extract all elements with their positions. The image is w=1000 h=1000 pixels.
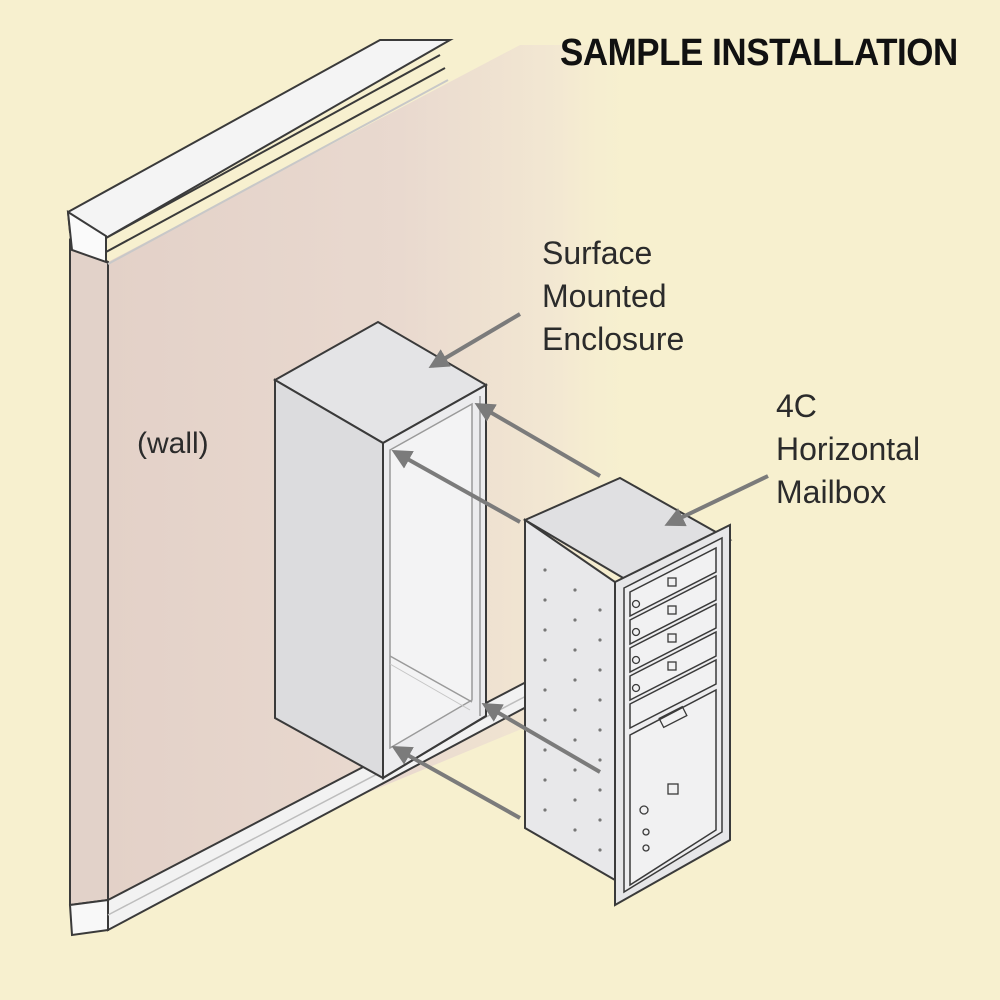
enclosure-side — [274, 378, 384, 780]
wall-edge — [69, 238, 109, 907]
surface-mounted-enclosure — [272, 320, 489, 780]
mailbox-label-line-3: Mailbox — [776, 474, 887, 510]
arrow-top-left — [391, 450, 521, 524]
enclosure-label-line-2: Mounted — [542, 278, 667, 314]
horizontal-mailbox — [522, 476, 733, 907]
mailbox-door-2 — [629, 574, 717, 646]
mailbox-label-line-2: Horizontal — [776, 431, 921, 467]
callout-enclosure — [428, 312, 522, 369]
callout-mailbox — [664, 474, 769, 527]
mailbox-doors — [629, 546, 717, 887]
mailbox-door-4 — [629, 630, 717, 702]
mailbox-parcel-door — [629, 688, 717, 887]
arrow-bottom-left — [391, 746, 521, 820]
enclosure-label: Surface Mounted Enclosure — [542, 232, 684, 361]
installation-arrows — [391, 312, 769, 820]
mailbox-panel — [629, 658, 717, 730]
arrow-bottom-right — [481, 702, 602, 774]
mailbox-label-line-1: 4C — [776, 388, 817, 424]
enclosure-label-line-3: Enclosure — [542, 321, 685, 357]
enclosure-label-line-1: Surface — [542, 235, 653, 271]
wall-label: (wall) — [137, 427, 209, 460]
mailbox-door-1 — [629, 546, 717, 618]
mailbox-door-3 — [629, 602, 717, 674]
arrow-top-right — [474, 402, 602, 478]
mailbox-label: 4C Horizontal Mailbox — [776, 385, 920, 514]
mailbox-side-holes — [543, 568, 602, 852]
page-title: SAMPLE INSTALLATION — [560, 32, 958, 74]
